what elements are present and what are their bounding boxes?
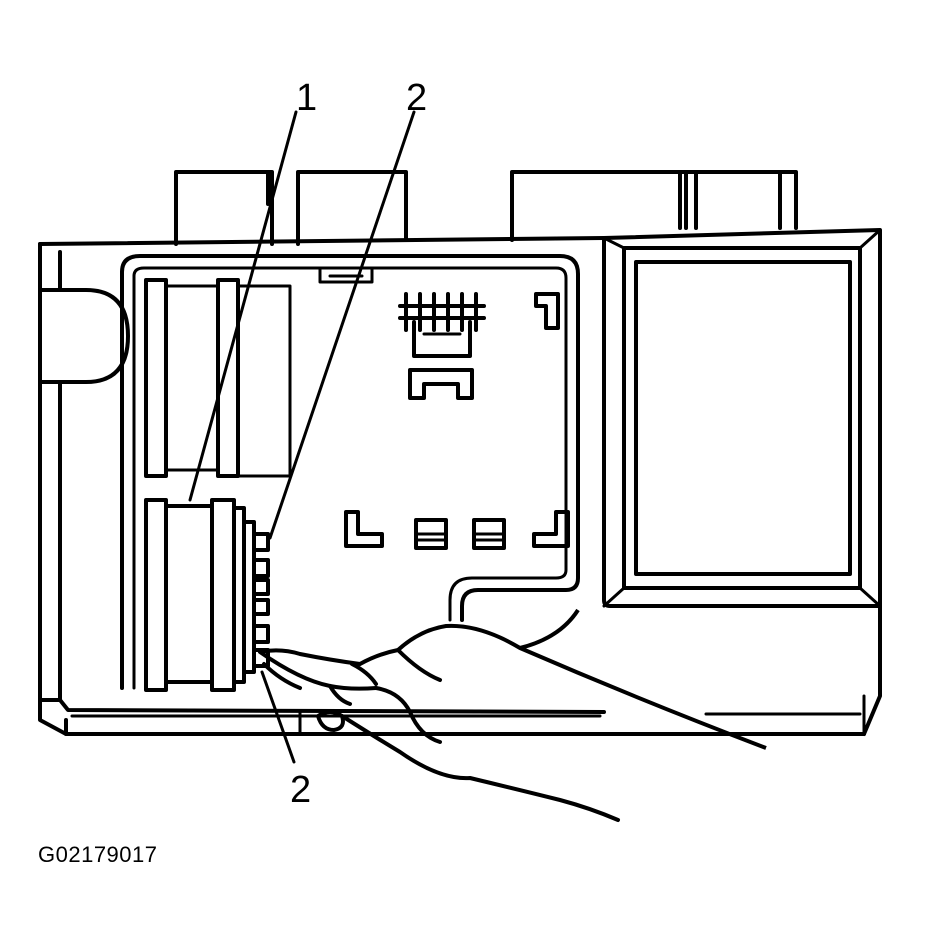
relay-component — [144, 498, 256, 692]
callout-2-bottom: 2 — [290, 769, 311, 811]
callout-1: 1 — [296, 77, 317, 119]
terminal-pins — [252, 532, 270, 668]
right-panel — [602, 228, 882, 736]
hand-illustration — [258, 608, 767, 822]
relay-slot-upper — [144, 278, 292, 478]
callout-2-top: 2 — [406, 77, 427, 119]
top-connectors — [174, 170, 798, 246]
figure-id: G02179017 — [38, 842, 158, 867]
fuse-slot-details — [318, 266, 570, 550]
leader-lines — [188, 110, 416, 764]
inner-channel — [120, 254, 580, 690]
